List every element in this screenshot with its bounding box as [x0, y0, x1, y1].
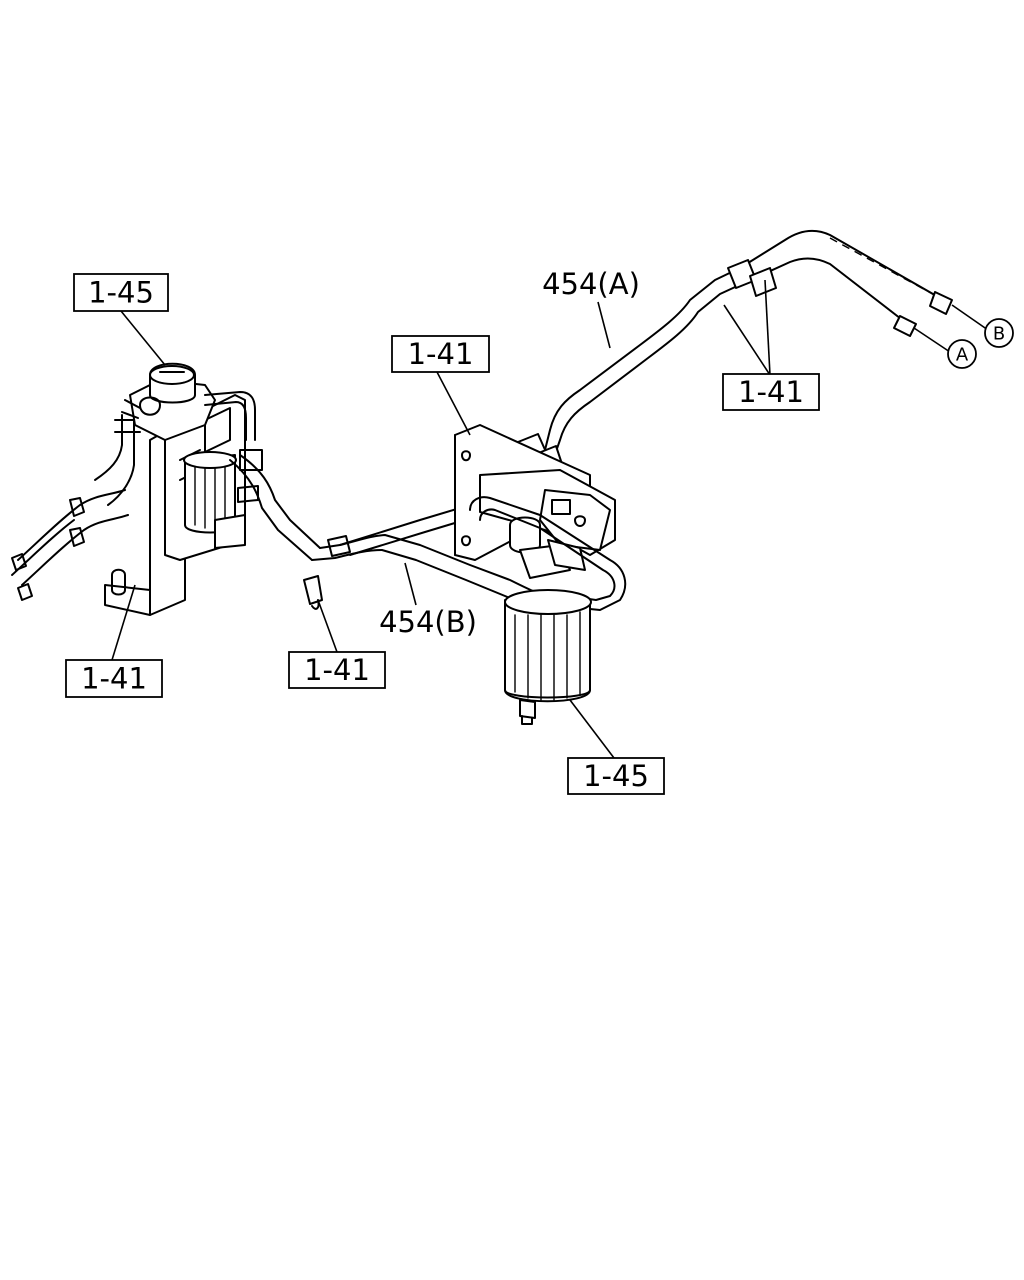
- svg-text:1-45: 1-45: [88, 276, 154, 310]
- pipe-454-a: [339, 229, 953, 556]
- callout-1-41-center-bottom: 1-41: [288, 651, 386, 689]
- svg-text:1-41: 1-41: [304, 653, 370, 687]
- callout-1-45-bottom-right: 1-45: [567, 757, 665, 795]
- svg-text:1-41: 1-41: [408, 337, 474, 371]
- callout-1-41-right: 1-41: [722, 373, 820, 411]
- connector-a: A: [947, 339, 977, 369]
- connector-b: B: [984, 318, 1014, 348]
- label-454-b: 454(B): [379, 605, 477, 639]
- center-valve-block: [454, 424, 627, 611]
- label-454-a: 454(A): [542, 267, 640, 301]
- callout-1-45-top-left: 1-45: [73, 273, 169, 312]
- leader-lines: [111, 279, 989, 759]
- svg-text:1-41: 1-41: [738, 375, 804, 409]
- callout-1-41-center-top: 1-41: [391, 335, 490, 373]
- left-filter-assembly: [11, 362, 321, 616]
- callout-1-41-bottom-left: 1-41: [65, 659, 163, 698]
- svg-text:1-41: 1-41: [81, 662, 147, 696]
- svg-text:1-45: 1-45: [583, 759, 649, 793]
- svg-text:B: B: [993, 324, 1005, 345]
- svg-text:A: A: [956, 345, 969, 366]
- water-separator: [504, 589, 592, 725]
